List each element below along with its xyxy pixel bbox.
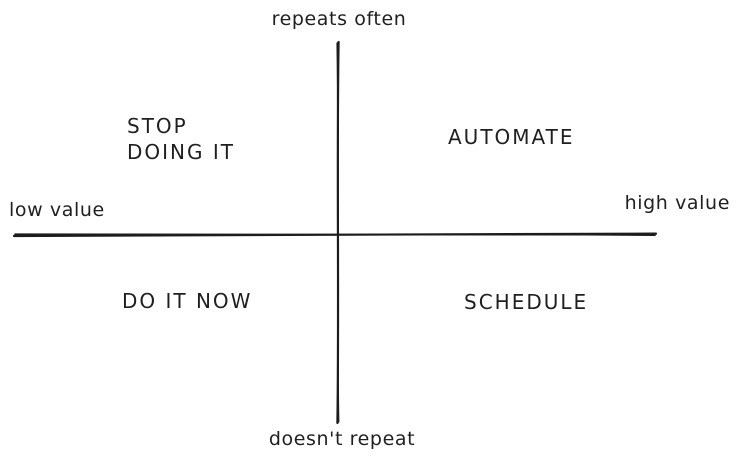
quadrant-label-automate: AUTOMATE [448, 125, 575, 149]
horizontal-axis-line [12, 232, 658, 238]
axis-label-repeats-often: repeats often [271, 8, 407, 30]
quadrant-label-schedule: SCHEDULE [464, 290, 589, 314]
axis-label-doesnt-repeat: doesn't repeat [268, 428, 416, 450]
vertical-axis-line [336, 40, 340, 425]
quadrant-label-do-it-now: DO IT NOW [122, 289, 253, 313]
axis-label-high-value: high value [624, 192, 730, 214]
quadrant-label-stop-doing-it: STOP DOING IT [127, 114, 235, 164]
axis-label-low-value: low value [9, 199, 105, 221]
